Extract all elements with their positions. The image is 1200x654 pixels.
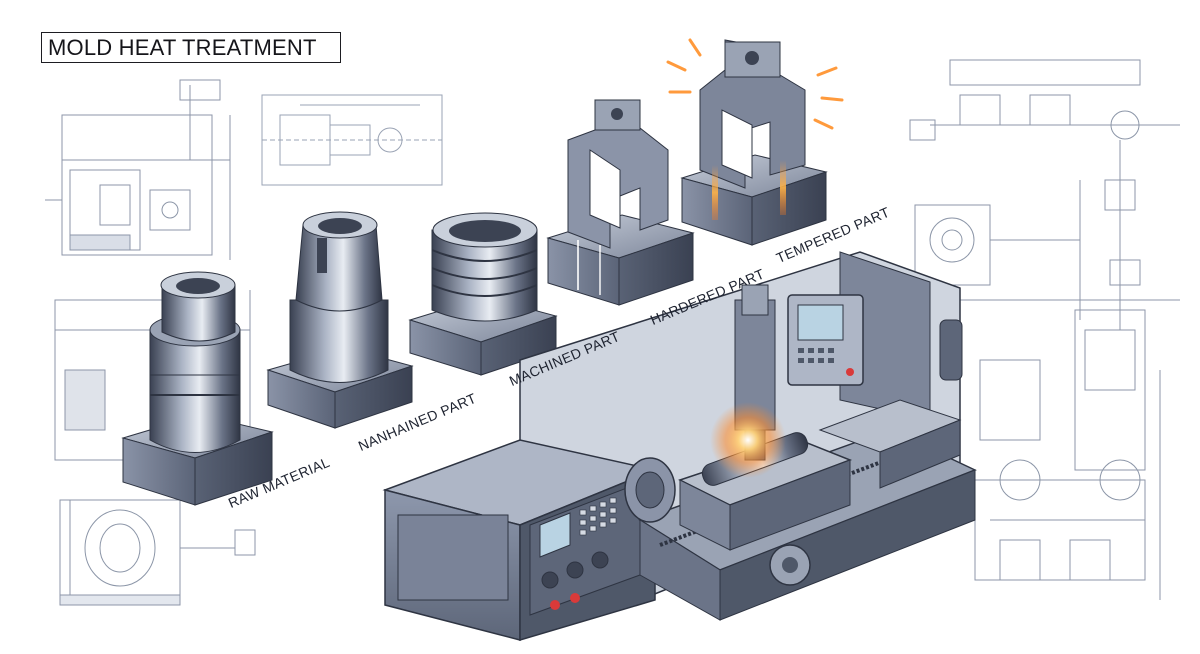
blueprint-left — [45, 79, 256, 606]
hardered-part — [546, 99, 695, 306]
raw-material-part — [121, 271, 274, 506]
heat-rays — [666, 38, 844, 130]
nanhained-part — [266, 211, 414, 429]
cutting-glow — [710, 402, 786, 478]
lathe-machine — [382, 251, 977, 642]
machined-part — [408, 212, 558, 376]
blueprint-right — [909, 59, 1180, 600]
tempered-part — [666, 38, 844, 246]
diagram-title: MOLD HEAT TREATMENT — [41, 32, 341, 63]
blueprint-top — [261, 94, 443, 186]
